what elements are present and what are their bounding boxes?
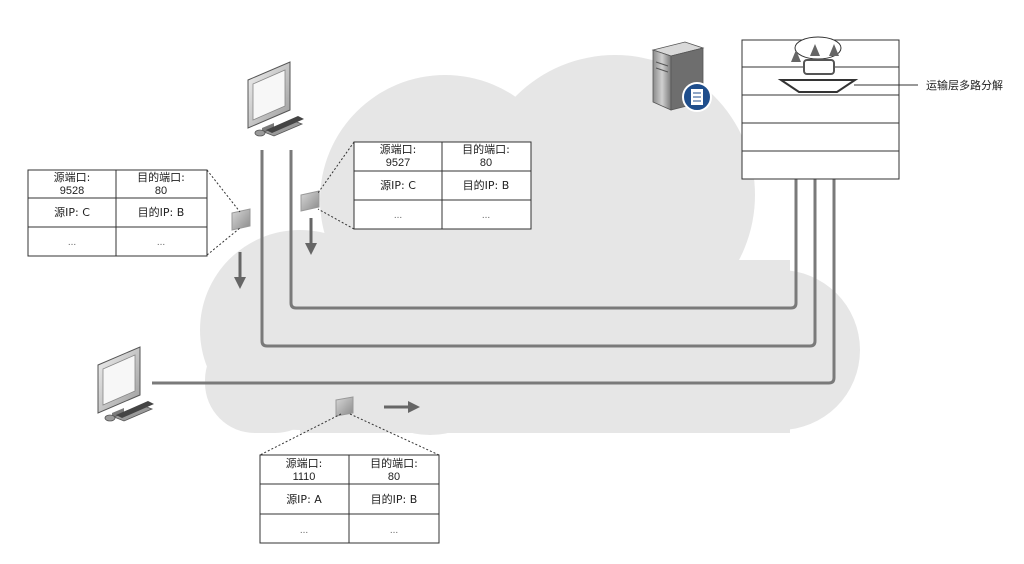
dst-port-value: 80 <box>480 157 492 169</box>
server-document-icon <box>651 41 712 112</box>
more-fields-right: ... <box>157 237 165 248</box>
packet-marker-right <box>300 190 320 212</box>
more-fields-right: ... <box>482 210 490 221</box>
src-port-value: 9528 <box>60 185 84 197</box>
socket-box <box>803 59 835 75</box>
more-fields-right: ... <box>390 525 398 536</box>
dst-port-value: 80 <box>155 185 167 197</box>
src-ip: 源IP: C <box>380 178 416 192</box>
down-arrow-right <box>305 218 317 255</box>
dst-port-value: 80 <box>388 471 400 483</box>
dst-port-label: 目的端口: <box>462 142 510 156</box>
dst-ip: 目的IP: B <box>463 178 510 192</box>
more-fields-left: ... <box>300 525 308 536</box>
src-port-label: 源端口: <box>380 142 417 156</box>
right-arrow-bottom <box>384 401 420 413</box>
down-arrow-left <box>234 252 246 289</box>
demux-funnel <box>777 79 859 93</box>
src-ip: 源IP: A <box>286 492 322 506</box>
connection-line-bottom-client <box>152 78 836 385</box>
demultiplexer <box>777 36 918 93</box>
packet-table-top-left: 源端口: 9528 目的端口: 80 源IP: C 目的IP: B ... ..… <box>27 169 208 257</box>
packet-markers <box>231 190 354 417</box>
src-port-value: 1110 <box>293 471 316 483</box>
desktop-computer-icon <box>247 61 304 137</box>
more-fields-left: ... <box>394 210 402 221</box>
travel-arrows <box>234 218 420 413</box>
demux-label: 运输层多路分解 <box>926 78 1003 92</box>
callout-lines <box>206 141 440 456</box>
src-ip: 源IP: C <box>54 205 90 219</box>
desktop-computer-icon <box>97 346 154 422</box>
packet-marker-left <box>231 208 251 231</box>
packet-table-top-right: 源端口: 9527 目的端口: 80 源IP: C 目的IP: B ... ..… <box>353 141 532 230</box>
src-port-label: 源端口: <box>54 170 91 184</box>
dst-port-label: 目的端口: <box>370 456 418 470</box>
src-port-label: 源端口: <box>286 456 323 470</box>
connection-lines <box>152 78 836 385</box>
more-fields-left: ... <box>68 237 76 248</box>
connection-line-top-left-client <box>260 78 817 348</box>
packet-marker-bottom <box>335 396 354 417</box>
dst-ip: 目的IP: B <box>138 205 185 219</box>
dst-ip: 目的IP: B <box>371 492 418 506</box>
connection-line-top-right-client <box>289 78 798 310</box>
src-port-value: 9527 <box>386 157 410 169</box>
dst-port-label: 目的端口: <box>137 170 185 184</box>
packet-table-bottom: 源端口: 1110 目的端口: 80 源IP: A 目的IP: B ... ..… <box>259 454 440 544</box>
